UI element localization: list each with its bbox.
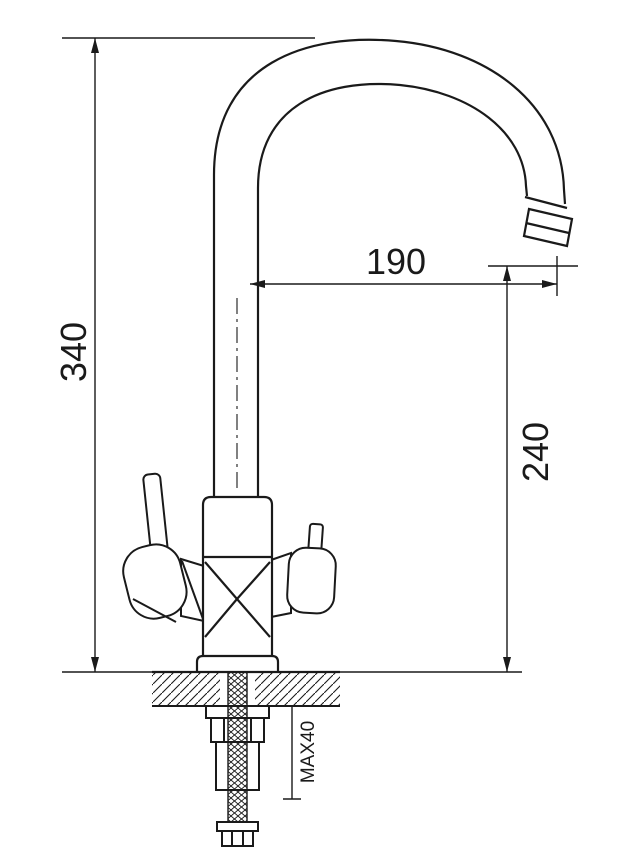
aerator-line <box>525 221 570 235</box>
threaded-rod <box>227 671 248 827</box>
spout-inner-curve <box>256 83 529 505</box>
arrowhead-down <box>503 657 511 672</box>
spout-reach-label: 190 <box>366 241 426 282</box>
body-facet-3 <box>204 598 238 638</box>
bottom-nut <box>221 830 254 847</box>
left-handle-connector-line <box>181 560 204 620</box>
arrowhead-left <box>250 280 265 288</box>
left-handle <box>122 472 205 623</box>
max-thickness-label: MAX40 <box>298 721 319 783</box>
spout-end-cut <box>524 195 568 210</box>
spout-outer-curve <box>212 38 567 505</box>
arrowhead-up <box>91 38 99 53</box>
spout-height-label: 240 <box>515 422 556 482</box>
dimension-spout-reach: 190 <box>250 241 558 296</box>
mounting-hardware <box>205 671 270 847</box>
countertop-hatch-left <box>152 673 220 705</box>
left-handle-body <box>122 543 188 620</box>
left-handle-cut-line <box>132 598 177 623</box>
arrowhead-right <box>542 280 557 288</box>
supply-block <box>215 741 260 791</box>
right-handle <box>270 522 337 619</box>
overall-height-label: 340 <box>53 322 94 382</box>
body-facet-4 <box>236 598 271 638</box>
arrowhead-down <box>91 657 99 672</box>
bottom-washer <box>216 821 259 832</box>
arrowhead-up <box>503 266 511 281</box>
countertop-hatch-right <box>255 673 340 705</box>
faucet-body <box>195 495 280 672</box>
body-facet-1 <box>204 561 238 600</box>
dimension-max-thickness: MAX40 <box>283 706 319 800</box>
dimension-spout-height: 240 <box>340 265 578 673</box>
faucet-spout <box>212 38 574 505</box>
countertop <box>152 670 340 707</box>
body-facet-2 <box>236 561 271 600</box>
body-outline <box>201 495 274 659</box>
dimension-overall-height: 340 <box>53 37 315 673</box>
right-handle-body <box>286 546 337 615</box>
base-flange <box>195 654 280 672</box>
